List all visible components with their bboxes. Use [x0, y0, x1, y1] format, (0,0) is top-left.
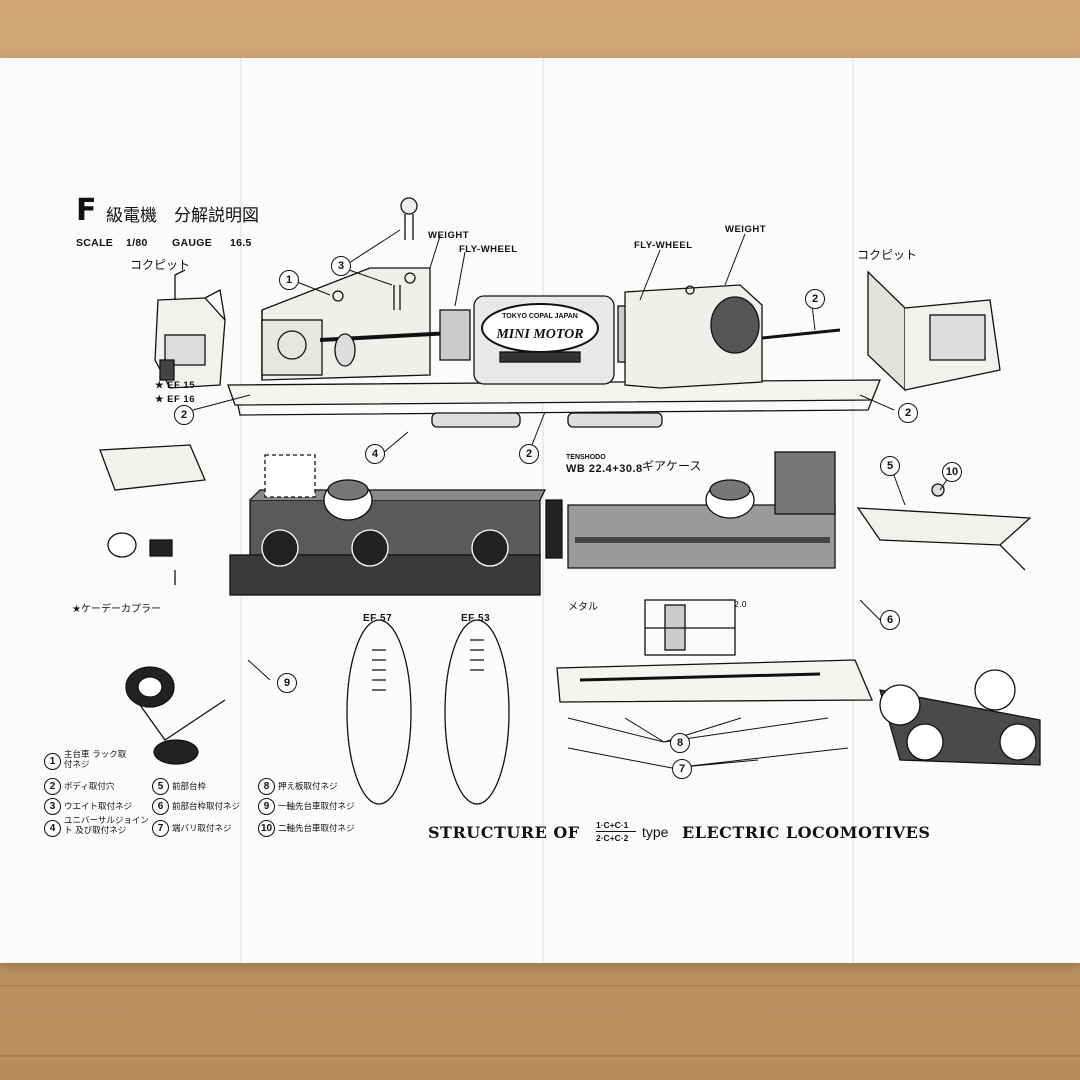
left-drive-unit: [229, 454, 547, 596]
ef15-label: ★ EF 15: [155, 380, 196, 391]
dimension-label: 2.0: [734, 600, 747, 609]
lower-weight-right: [567, 412, 663, 428]
ef53-spring-detail: [444, 619, 510, 805]
legend-num-4: 4: [44, 820, 61, 837]
weight-screw: [393, 197, 418, 310]
flywheel-left-label: FLY-WHEEL: [459, 244, 518, 255]
legend-num-6: 6: [152, 798, 169, 815]
right-shaft: [761, 328, 841, 340]
gauge-value: 16.5: [230, 237, 252, 249]
spacer-block: [545, 499, 563, 559]
gearcase-label: ギアケース: [642, 459, 702, 473]
callout-8: 8: [670, 733, 690, 753]
fraction-bar: [596, 831, 636, 832]
mini-motor: [473, 295, 615, 385]
title-letter: F: [76, 193, 97, 228]
main-chassis-plate: [227, 379, 881, 416]
callout-6: 6: [880, 610, 900, 630]
flywheel-right-label: FLY-WHEEL: [634, 240, 693, 251]
legend-text-8: 押え板取付ネジ: [278, 782, 338, 792]
weight-right-label: WEIGHT: [725, 224, 766, 235]
ef53-label: EF 53: [461, 613, 491, 624]
legend-num-1: 1: [44, 753, 61, 770]
scale-label: SCALE: [76, 237, 114, 249]
ef57-label: EF 57: [363, 613, 393, 624]
left-shaft: [319, 309, 471, 367]
legend-text-6: 前部台枠取付ネジ: [172, 802, 241, 812]
callout-2: 2: [174, 405, 194, 425]
lower-frame-plate: [556, 659, 873, 703]
legend-text-1: 主台車 ラック取付ネジ: [64, 750, 127, 770]
metal-bearing-detail: [644, 599, 736, 656]
legend-text-3: ウエイト取付ネジ: [64, 802, 133, 812]
right-gearcase-unit: [567, 451, 836, 569]
pony-truck: [125, 666, 226, 765]
sheet-fold: [852, 58, 854, 963]
callout-9: 9: [277, 673, 297, 693]
callout-3: 3: [331, 256, 351, 276]
structure-of-text: STRUCTURE OF: [428, 823, 580, 842]
callout-4: 4: [365, 444, 385, 464]
legend-num-9: 9: [258, 798, 275, 815]
legend-text-10: 二軸先台車取付ネジ: [278, 824, 355, 834]
electric-locomotives-text: ELECTRIC LOCOMOTIVES: [682, 823, 931, 842]
legend-num-8: 8: [258, 778, 275, 795]
callout-1: 1: [279, 270, 299, 290]
motor-name-text: MINI MOTOR: [495, 327, 583, 342]
ef16-label: ★ EF 16: [155, 394, 196, 405]
title-japanese: 級電機 分解説明図: [106, 206, 259, 226]
table-plank-seam: [0, 985, 1080, 987]
type-fraction-top: 1·C+C·1: [596, 820, 629, 830]
legend-text-9: 一軸先台車取付ネジ: [278, 802, 355, 812]
legend-text-2: ボディ取付穴: [64, 782, 115, 792]
right-cockpit-part: [867, 270, 1001, 392]
type-fraction-bottom: 2·C+C·2: [596, 833, 629, 843]
cockpit-right-label: コクピット: [857, 248, 918, 262]
legend-text-4: ユニバーサルジョイント 及び取付ネジ: [64, 816, 149, 836]
scale-value: 1/80: [126, 237, 148, 249]
legend-num-7: 7: [152, 820, 169, 837]
left-weight-block: [261, 267, 431, 381]
weight-left-label: WEIGHT: [428, 230, 469, 241]
lower-weight-left: [431, 412, 521, 428]
tenshodo-label: TENSHODO: [566, 454, 606, 461]
legend-num-5: 5: [152, 778, 169, 795]
legend-num-10: 10: [258, 820, 275, 837]
kd-coupler-label: ★ケーデーカプラー: [72, 604, 161, 615]
callout-2: 2: [805, 289, 825, 309]
legend-text-7: 端バリ取付ネジ: [172, 824, 232, 834]
gauge-label: GAUGE: [172, 237, 213, 249]
right-weight-block: [617, 284, 763, 389]
legend-num-2: 2: [44, 778, 61, 795]
cockpit-left-label: コクピット: [130, 258, 191, 272]
sheet-fold: [240, 58, 242, 963]
legend-num-3: 3: [44, 798, 61, 815]
leader-lines: [192, 229, 951, 769]
callout-7: 7: [672, 759, 692, 779]
ef57-spring-detail: [346, 619, 412, 805]
left-cockpit-part: [154, 269, 226, 389]
callout-10: 10: [942, 462, 962, 482]
type-word: type: [642, 824, 669, 840]
wheelbase-label: WB 22.4+30.8: [566, 463, 643, 475]
table-plank-seam: [0, 1055, 1080, 1057]
sheet-fold: [542, 58, 544, 963]
metal-label: メタル: [568, 602, 598, 613]
motor-brand-text: TOKYO COPAL JAPAN: [502, 313, 578, 320]
kd-coupler: [99, 444, 206, 585]
callout-5: 5: [880, 456, 900, 476]
callout-2: 2: [519, 444, 539, 464]
callout-2: 2: [898, 403, 918, 423]
legend-text-5: 前部台枠: [172, 782, 207, 792]
front-bogie: [879, 669, 1041, 766]
front-frame: [856, 483, 1032, 571]
